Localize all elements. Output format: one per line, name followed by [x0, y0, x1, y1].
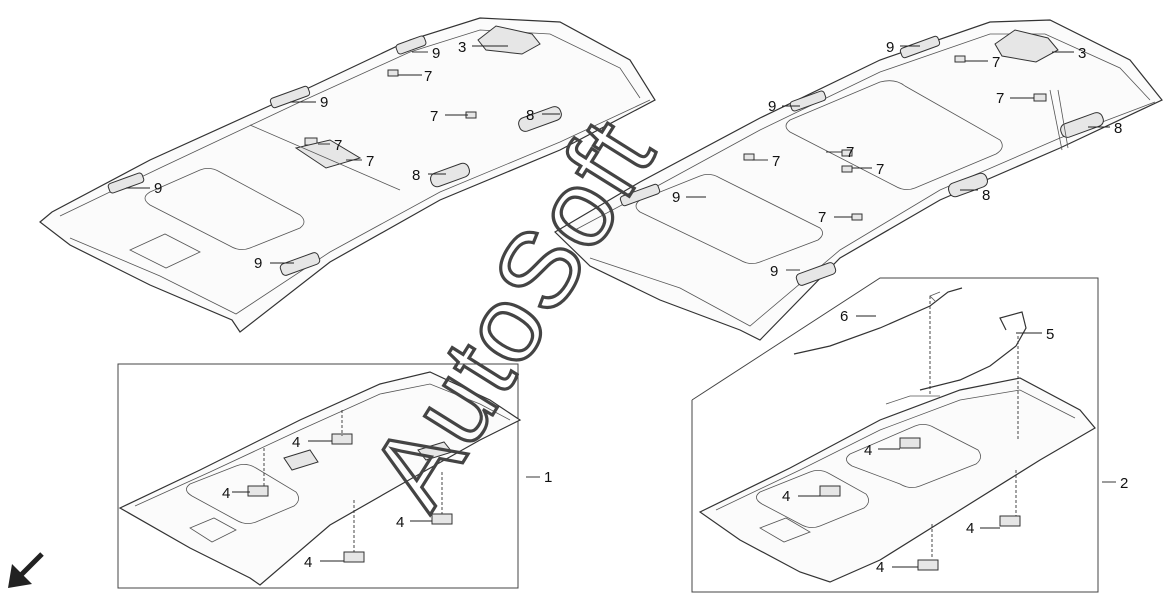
- callout-7: 7: [424, 68, 432, 85]
- callout-labels: 9 3 7 9 7 8 7 7 8 9 9 9 3 7 7 9 8 7 7 7 …: [154, 39, 1128, 576]
- headliner-assembly-1: [118, 371, 522, 586]
- assembly-box-1: [117, 363, 519, 589]
- callout-7: 7: [996, 90, 1004, 107]
- headliner-top-left: [39, 17, 656, 333]
- callout-3: 3: [458, 39, 466, 56]
- arrow-down-left-icon: [8, 552, 44, 588]
- callout-4: 4: [966, 520, 974, 537]
- callout-9: 9: [672, 189, 680, 206]
- callout-8: 8: [982, 187, 990, 204]
- callout-9: 9: [770, 263, 778, 280]
- callout-7: 7: [334, 137, 342, 154]
- callout-4: 4: [222, 485, 230, 502]
- callout-7: 7: [992, 54, 1000, 71]
- callout-7: 7: [846, 144, 854, 161]
- callout-1: 1: [544, 469, 552, 486]
- callout-7: 7: [876, 161, 884, 178]
- assembly-box-2: [691, 277, 1099, 593]
- callout-8: 8: [526, 107, 534, 124]
- callout-6: 6: [840, 308, 848, 325]
- callout-9: 9: [320, 94, 328, 111]
- callout-7: 7: [366, 153, 374, 170]
- callout-4: 4: [292, 434, 300, 451]
- callout-7: 7: [772, 153, 780, 170]
- callout-9: 9: [254, 255, 262, 272]
- callout-4: 4: [782, 488, 790, 505]
- callout-4: 4: [876, 559, 884, 576]
- callout-5: 5: [1046, 326, 1054, 343]
- callout-9: 9: [154, 180, 162, 197]
- wiring-harness-6: [793, 287, 963, 355]
- callout-8: 8: [412, 167, 420, 184]
- leader-lines: [126, 45, 1116, 568]
- callout-8: 8: [1114, 120, 1122, 137]
- callout-3: 3: [1078, 45, 1086, 62]
- callout-4: 4: [396, 514, 404, 531]
- headliner-assembly-2: [698, 287, 1096, 583]
- wiring-harness-5: [919, 311, 1027, 391]
- callout-7: 7: [818, 209, 826, 226]
- callout-9: 9: [432, 45, 440, 62]
- callout-4: 4: [304, 554, 312, 571]
- headliner-top-right: [554, 19, 1163, 341]
- callout-9: 9: [886, 39, 894, 56]
- callout-9: 9: [768, 98, 776, 115]
- callout-7: 7: [430, 108, 438, 125]
- callout-2: 2: [1120, 475, 1128, 492]
- callout-4: 4: [864, 442, 872, 459]
